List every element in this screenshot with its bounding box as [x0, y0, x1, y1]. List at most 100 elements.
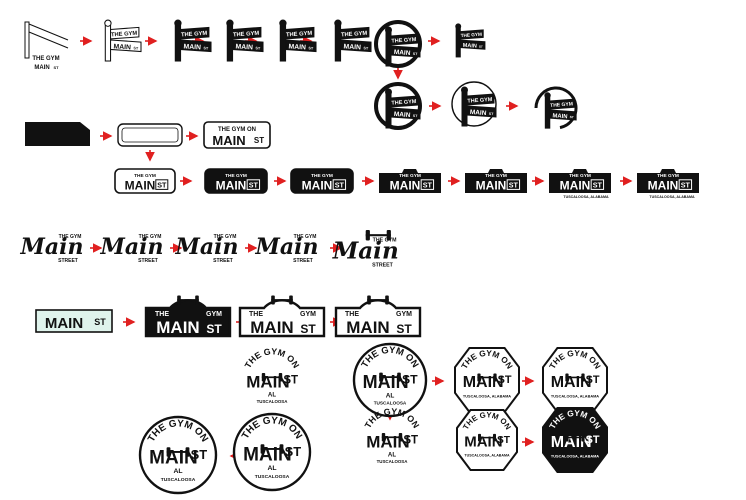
sign-text-st: ST [413, 114, 419, 118]
crest-shape [144, 299, 232, 338]
sketch-text-st: ST [53, 65, 59, 70]
sign-text-the-gym: THE GYM [233, 31, 260, 39]
sign-plate-bottom [340, 39, 372, 53]
crest-text-main: MAIN [250, 318, 293, 337]
sign-text-main: MAIN [552, 113, 567, 120]
sign-text-main: MAIN [288, 43, 306, 51]
sign-post-icon [544, 96, 551, 129]
sketch-text-the-gym: THE GYM [32, 56, 59, 62]
rect-plaque-text-st: ST [94, 317, 106, 327]
dumbbell-icon [381, 433, 403, 442]
sign-text-st: ST [489, 112, 495, 116]
sign-post-icon [174, 24, 182, 62]
plaque-crest-shape [379, 169, 441, 193]
caption-tuscaloosa-alabama-2: TUSCALOOSA, ALABAMA [649, 195, 695, 199]
plaque-text-st: ST [593, 181, 603, 190]
plaque-text-main: MAIN [212, 133, 245, 148]
sign-post-icon [104, 24, 112, 62]
post-cap-icon [279, 19, 287, 27]
rect-plaque-text-main: MAIN [45, 315, 83, 332]
sign-plate-top [390, 95, 419, 108]
script-text-main: Main [100, 234, 164, 260]
post-cap-icon [334, 19, 342, 27]
crest-shape [238, 299, 326, 338]
badge-text-tuscaloosa: TUSCALOOSA [257, 399, 289, 404]
sign-text-st: ST [255, 46, 261, 50]
plaque-st-box [332, 179, 347, 190]
outline-plaque-frame [117, 123, 183, 147]
badge-text-tuscaloosa: TUSCALOOSA [377, 459, 409, 464]
sign-text-st: ST [570, 115, 574, 119]
post-cap-icon [385, 88, 392, 96]
sign-plate-top [459, 29, 484, 40]
post-cap-icon [544, 92, 551, 99]
dumbbell-icon [365, 229, 391, 241]
badge-text-st: ST [283, 374, 298, 386]
badge-text-st: ST [402, 373, 418, 387]
sign-post-icon [279, 24, 287, 62]
badge-text-main: MAIN [463, 374, 504, 391]
plaque-text-st: ST [335, 181, 345, 190]
dumbbell-icon [271, 295, 293, 305]
badge-text-tuscaloosa-alabama: TUSCALOOSA, ALABAMA [551, 455, 599, 459]
sign-plate-bottom [110, 39, 142, 53]
badge-text-tuscaloosa-alabama: TUSCALOOSA, ALABAMA [551, 395, 599, 399]
sign-plate-bottom [466, 105, 497, 118]
script-text-street: STREET [213, 258, 233, 264]
badge-text-al: AL [386, 392, 395, 399]
plaque-text-main: MAIN [302, 178, 333, 192]
dumbbell-icon [565, 373, 585, 382]
badge-text-tuscaloosa-alabama: TUSCALOOSA, ALABAMA [464, 454, 510, 458]
sign-text-main: MAIN [235, 43, 253, 51]
shield-badge-icon [454, 347, 520, 413]
dumbbell-icon [565, 433, 585, 442]
sign-post-icon [226, 24, 234, 62]
badge-text-tuscaloosa: TUSCALOOSA [255, 474, 290, 480]
sign-plate-bottom [549, 109, 577, 121]
post-cap-icon [226, 19, 234, 27]
crest-text-st: ST [206, 322, 222, 336]
sign-post-icon [385, 31, 392, 67]
badge-text-main: MAIN [551, 374, 592, 391]
plaque-text-main: MAIN [390, 178, 421, 192]
crest-text-gym: GYM [396, 311, 412, 318]
shield-badge-icon [542, 407, 608, 473]
plaque-text-st: ST [423, 181, 433, 190]
sign-text-st: ST [413, 52, 419, 56]
sign-text-main: MAIN [470, 109, 487, 117]
badge-ring-icon [352, 342, 428, 418]
script-text-main: Main [255, 234, 319, 260]
badge-text-al: AL [388, 451, 396, 458]
crest-text-main: MAIN [156, 318, 199, 337]
main-st-rect-plaque: MAIN ST [35, 309, 113, 333]
script-text-the-gym: THE GYM [294, 234, 317, 240]
badge-text-st: ST [498, 374, 512, 386]
plaque-text-main: MAIN [125, 178, 156, 192]
plaque-text-main: MAIN [648, 178, 679, 192]
crest-text-gym: GYM [206, 311, 222, 318]
plaque-text-the-gym: THE GYM [569, 173, 591, 179]
plaque-frame [114, 168, 176, 194]
plaque-st-box [155, 179, 169, 190]
sign-plate-top [285, 26, 315, 40]
sign-text-st: ST [133, 46, 139, 50]
plaque-text-the-gym: THE GYM [485, 173, 507, 179]
